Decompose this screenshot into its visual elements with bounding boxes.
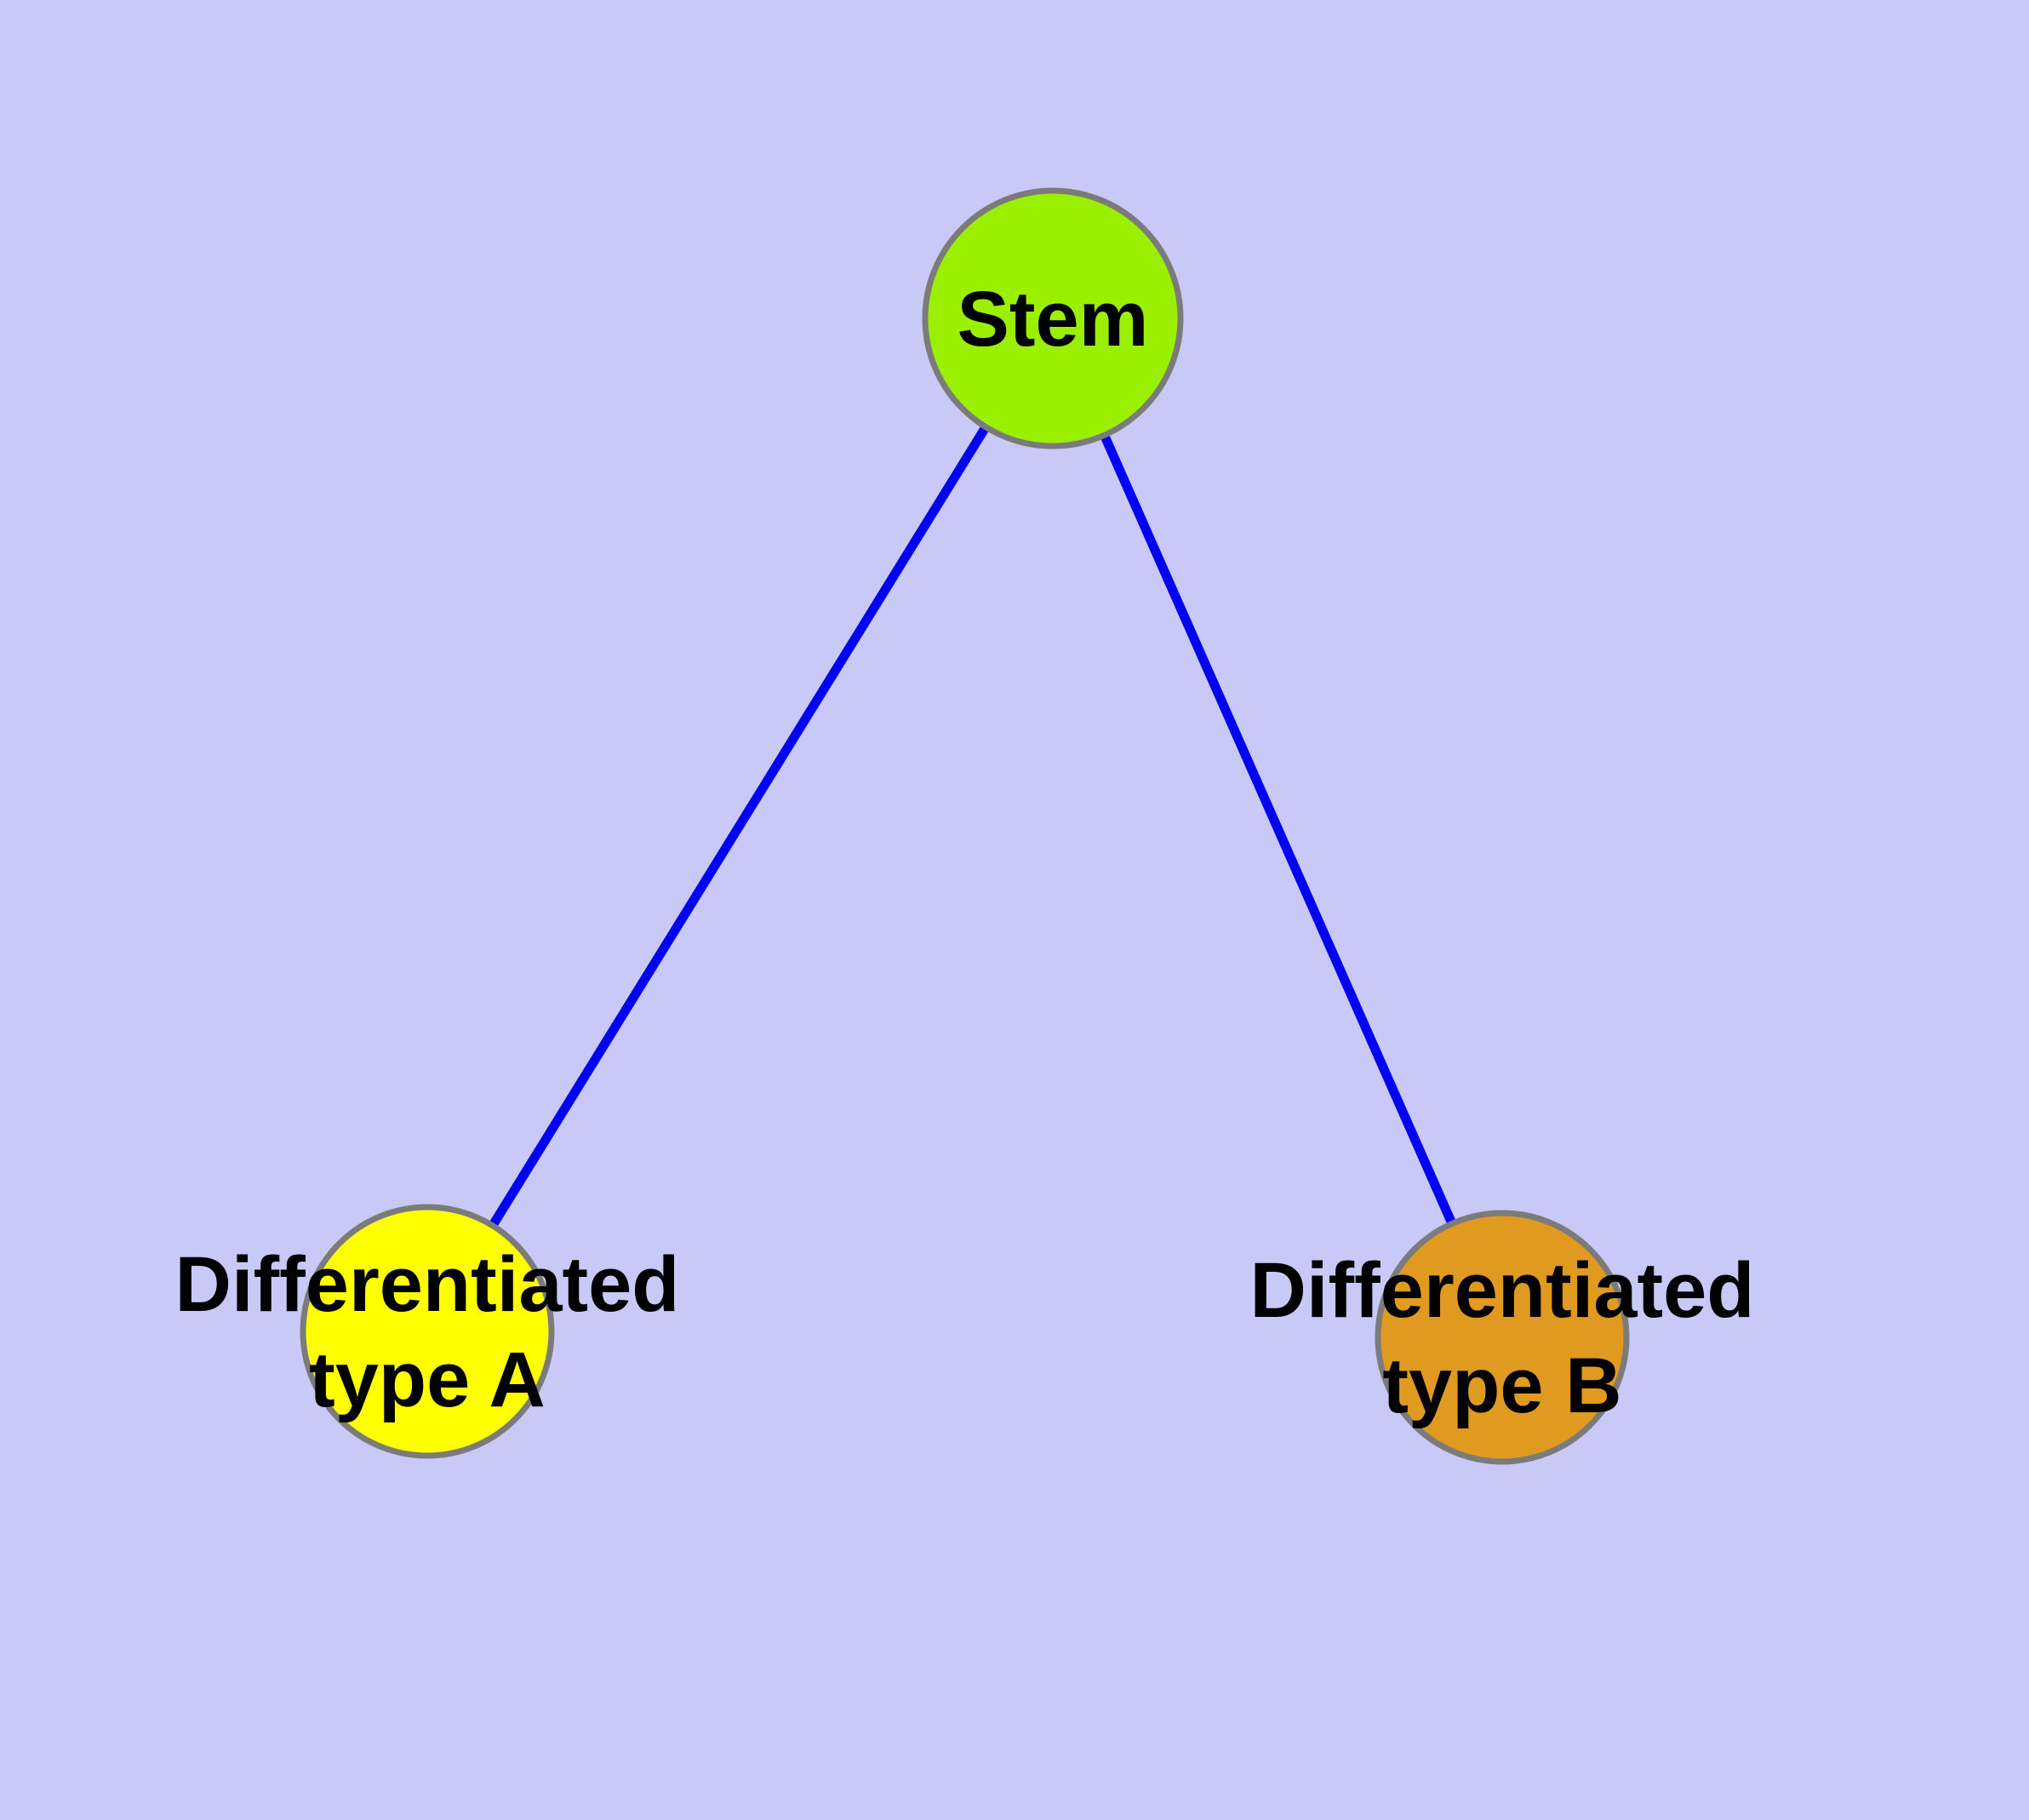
node-stem bbox=[922, 187, 1184, 449]
edges-layer bbox=[423, 316, 1507, 1340]
node-diff-a bbox=[300, 1204, 555, 1459]
node-diff-b bbox=[1375, 1210, 1630, 1465]
edge-stem-to-diff-a bbox=[423, 316, 1057, 1334]
nodes-layer bbox=[300, 187, 1630, 1465]
node-label-stem: Stem bbox=[957, 276, 1149, 363]
edge-stem-to-diff-b bbox=[1048, 316, 1507, 1340]
